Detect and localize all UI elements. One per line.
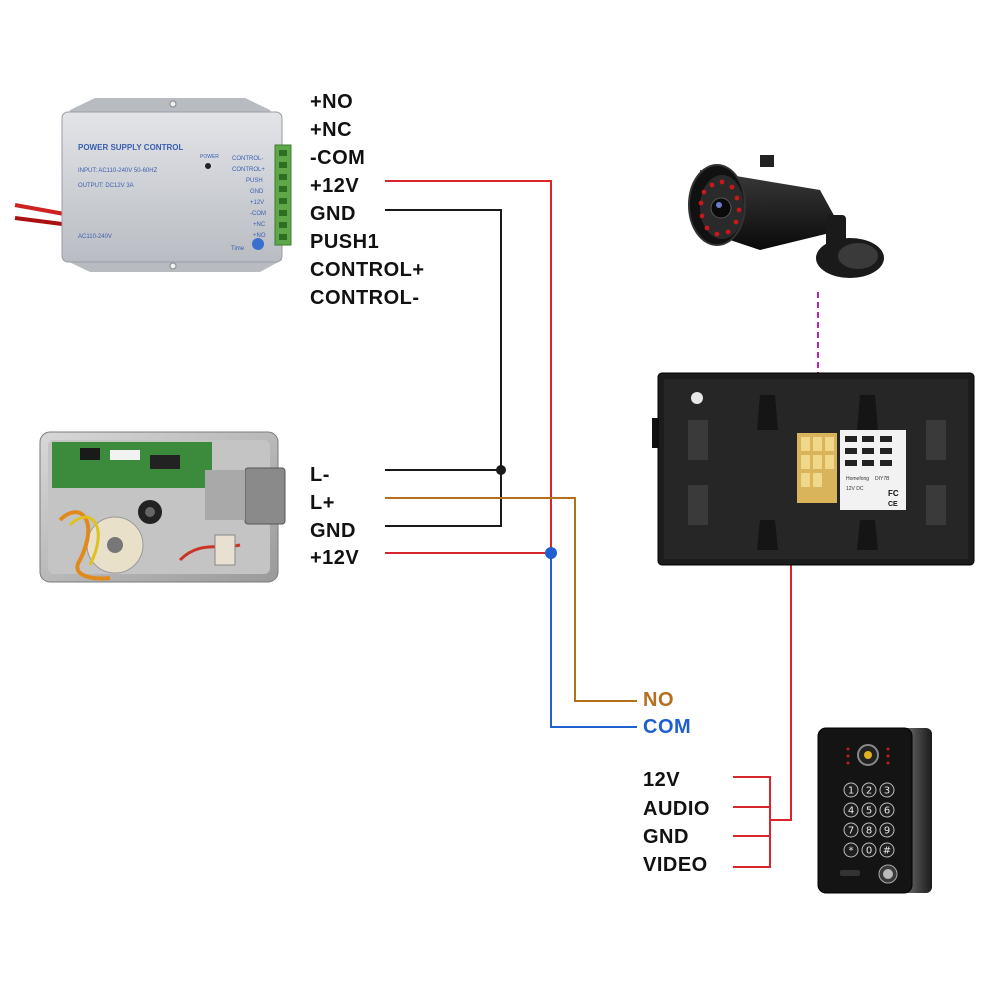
keypad-key-label-0: 1 <box>848 786 854 797</box>
doorbell-label-video: VIDEO <box>643 854 708 876</box>
wire-red-12v <box>385 180 552 554</box>
sticker-power: 12V DC <box>846 486 864 492</box>
psu-terminal-2: PUSH <box>246 178 263 184</box>
lock-label-gnd: GND <box>310 520 356 542</box>
power-supply-unit: POWER SUPPLY CONTROL INPUT: AC110-240V 5… <box>14 98 292 272</box>
lock-label-12v: +12V <box>310 547 359 569</box>
psu-terminal-7: +NO <box>253 233 266 239</box>
doorbell-label-gnd: GND <box>643 826 689 848</box>
keypad-key-label-1: 2 <box>866 786 872 797</box>
keypad-key-3[interactable] <box>843 802 859 818</box>
doorbell-label-list: 12V AUDIO GND VIDEO <box>643 769 710 876</box>
keypad-key-1[interactable] <box>861 782 877 798</box>
wires <box>385 180 819 868</box>
keypad-key-9[interactable] <box>843 842 859 858</box>
time-knob-icon <box>252 238 264 250</box>
security-camera <box>688 155 884 278</box>
indoor-monitor: Homefong DIY7B 12V DC FC CE <box>652 372 975 566</box>
keypad-key-label-4: 5 <box>866 806 872 817</box>
keypad-key-6[interactable] <box>843 822 859 838</box>
psu-terminal-0: CONTROL- <box>232 156 263 162</box>
keypad-key-label-7: 8 <box>866 826 872 837</box>
keypad-key-label-5: 6 <box>884 806 890 817</box>
lock-label-list: L- L+ GND +12V <box>310 464 359 569</box>
wire-red-monitor <box>770 462 792 821</box>
sticker-ce: CE <box>888 501 898 508</box>
wire-blue-com <box>550 553 637 728</box>
power-led-icon <box>205 163 211 169</box>
keypad-key-label-11: # <box>883 846 891 857</box>
keypad-key-label-9: * <box>849 846 854 857</box>
monitor-indicator-icon <box>691 392 703 404</box>
psu-label-no: +NO <box>310 91 353 113</box>
junction-dot-blue <box>545 547 557 559</box>
wire-brown-no <box>385 497 637 702</box>
psu-terminal-3: GND <box>250 189 264 195</box>
relay-label-com: COM <box>643 716 691 738</box>
wire-black-gnd <box>385 209 502 527</box>
electric-lock <box>39 431 286 583</box>
keypad-key-5[interactable] <box>879 802 895 818</box>
junction-dot-black <box>496 465 506 475</box>
psu-terminal-1: CONTROL+ <box>232 167 265 173</box>
psu-label-gnd: GND <box>310 203 356 225</box>
psu-terminal-5: -COM <box>250 211 266 217</box>
keypad: 1 2 3 4 5 6 7 8 9 * 0 # <box>843 782 895 858</box>
psu-label-control-minus: CONTROL- <box>310 287 420 309</box>
keypad-key-label-10: 0 <box>866 846 872 857</box>
psu-output: OUTPUT: DC12V 3A <box>78 183 134 189</box>
keypad-key-4[interactable] <box>861 802 877 818</box>
outdoor-keypad-doorbell: 1 2 3 4 5 6 7 8 9 * 0 # <box>817 727 932 894</box>
doorbell-label-audio: AUDIO <box>643 798 710 820</box>
keypad-key-7[interactable] <box>861 822 877 838</box>
lock-label-l-plus: L+ <box>310 492 335 514</box>
sticker-model: DIY7B <box>875 476 890 482</box>
keypad-key-8[interactable] <box>879 822 895 838</box>
keypad-key-label-2: 3 <box>884 786 890 797</box>
psu-ac-label: AC110-240V <box>78 234 112 240</box>
psu-time-label: Time <box>231 246 245 252</box>
doorbell-label-12v: 12V <box>643 769 680 791</box>
psu-label-nc: +NC <box>310 119 352 141</box>
sticker-fc: FC <box>888 489 899 498</box>
keypad-key-label-3: 4 <box>848 806 854 817</box>
psu-power-led-label: POWER <box>200 154 219 160</box>
psu-terminal-4: +12V <box>250 200 264 206</box>
speaker-grille-icon <box>840 870 860 876</box>
keypad-key-label-8: 9 <box>884 826 890 837</box>
psu-label-push1: PUSH1 <box>310 231 379 253</box>
keypad-key-2[interactable] <box>879 782 895 798</box>
psu-label-com: -COM <box>310 147 365 169</box>
keypad-key-11[interactable] <box>879 842 895 858</box>
psu-terminal-6: +NC <box>253 222 266 228</box>
psu-label-list: +NO +NC -COM +12V GND PUSH1 CONTROL+ CON… <box>310 91 425 309</box>
keypad-key-label-6: 7 <box>848 826 854 837</box>
relay-label-no: NO <box>643 689 674 711</box>
psu-label-control-plus: CONTROL+ <box>310 259 425 281</box>
lock-label-l-minus: L- <box>310 464 330 486</box>
sticker-brand: Homefong <box>846 476 869 482</box>
keypad-key-0[interactable] <box>843 782 859 798</box>
psu-input: INPUT: AC110-240V 50-60HZ <box>78 168 158 174</box>
monitor-sticker <box>840 430 906 510</box>
keypad-key-10[interactable] <box>861 842 877 858</box>
psu-label-12v: +12V <box>310 175 359 197</box>
wire-red-bracket <box>733 776 771 868</box>
psu-title: POWER SUPPLY CONTROL <box>78 143 183 152</box>
